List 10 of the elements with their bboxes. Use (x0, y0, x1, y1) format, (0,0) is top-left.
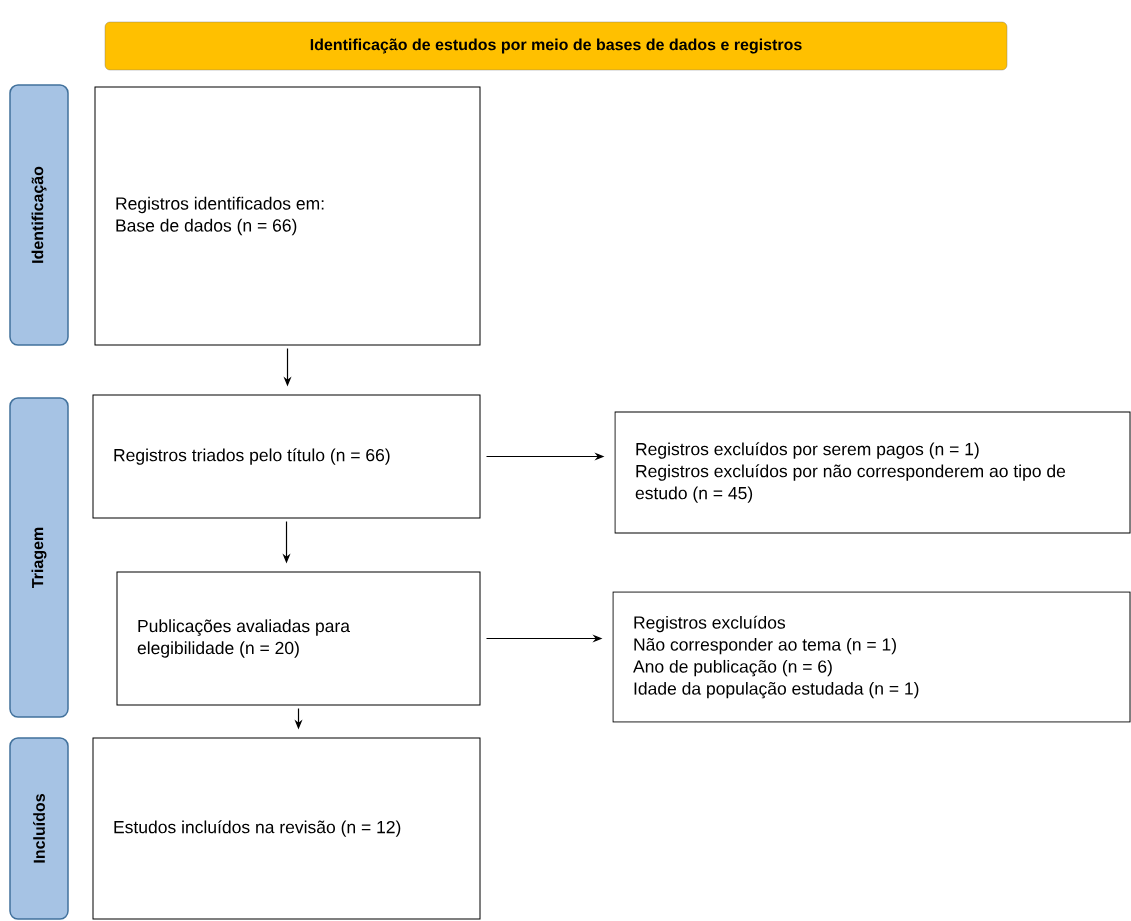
phase-label: Triagem (9, 397, 69, 718)
process-box: Registros excluídos por serem pagos (n = 1) Registros excluídos por não corresponderem ao tipo de estudo (n = 45) (614, 411, 1131, 534)
process-box: Registros excluídos Não corresponder ao tema (n = 1) Ano de publicação (n = 6) Idade da população estudada (n = 1) (612, 591, 1131, 723)
process-box: Publicações avaliadas para elegibilidade (n = 20) (116, 571, 481, 706)
process-box: Registros triados pelo título (n = 66) (92, 394, 481, 519)
phase-label: Incluídos (9, 737, 69, 920)
header-banner: Identificação de estudos por meio de bases de dados e registros (104, 21, 1008, 71)
phase-label: Identificação (9, 84, 69, 346)
process-box: Estudos incluídos na revisão (n = 12) (92, 737, 481, 920)
process-box: Registros identificados em: Base de dados (n = 66) (94, 86, 481, 346)
